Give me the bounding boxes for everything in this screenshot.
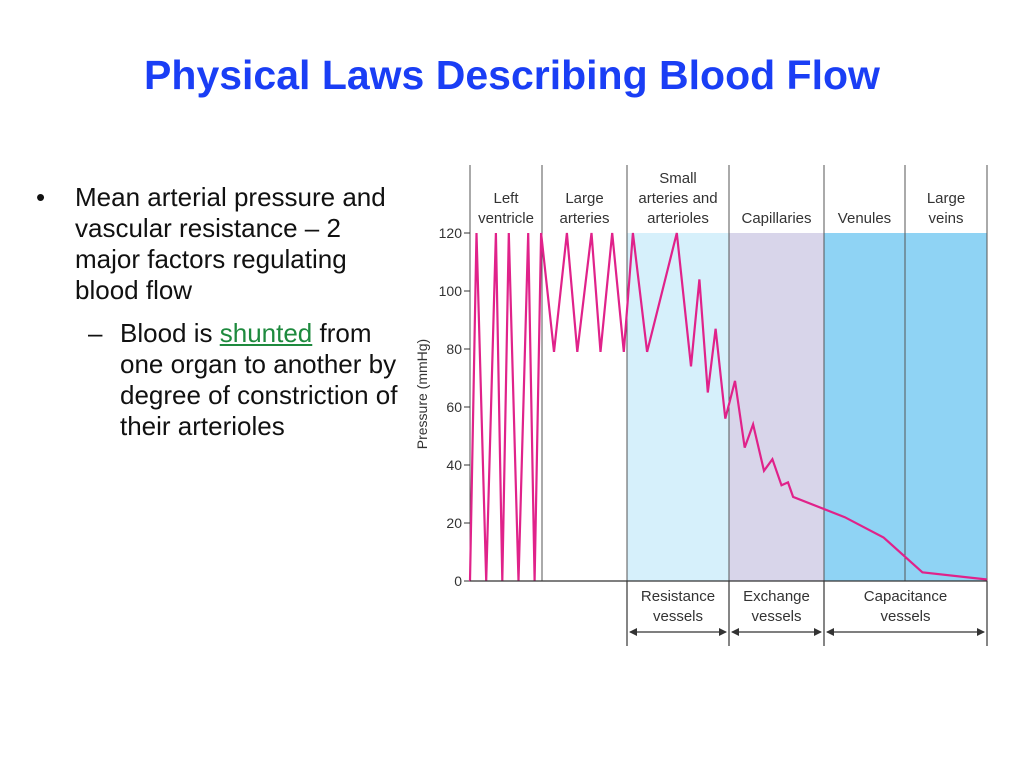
- region-label: arteries: [559, 210, 609, 227]
- bullet-item: • Mean arterial pressure and vascular re…: [30, 182, 400, 306]
- bracket-arrow-left-icon: [826, 628, 834, 636]
- bullet-list: • Mean arterial pressure and vascular re…: [30, 182, 400, 442]
- slide-title: Physical Laws Describing Blood Flow: [144, 52, 880, 98]
- y-tick-label: 0: [454, 573, 462, 589]
- y-tick-label: 40: [446, 457, 462, 473]
- region-label: veins: [928, 210, 963, 227]
- vessel-group-label: Capacitance: [864, 588, 947, 605]
- bracket-arrow-right-icon: [719, 628, 727, 636]
- region-label: ventricle: [478, 210, 534, 227]
- region-shade: [905, 233, 987, 581]
- bracket-arrow-right-icon: [814, 628, 822, 636]
- region-label: Large: [927, 190, 965, 207]
- bullet-text: Mean arterial pressure and vascular resi…: [75, 182, 386, 305]
- shunted-link[interactable]: shunted: [219, 318, 313, 348]
- region-labels: Left ventricle Large arteries Small arteries …: [478, 170, 965, 227]
- y-tick-label: 20: [446, 515, 462, 531]
- region-label: Large: [565, 190, 603, 207]
- y-tick-label: 60: [446, 399, 462, 415]
- vessel-group-label: Resistance: [641, 588, 715, 605]
- y-tick-label: 100: [439, 283, 463, 299]
- region-label: Capillaries: [741, 210, 811, 227]
- y-tick-label: 80: [446, 341, 462, 357]
- region-shade: [627, 233, 729, 581]
- vessel-group-label: vessels: [653, 608, 703, 625]
- sub-bullet-suffix: from one organ to another by degree of c…: [120, 318, 398, 441]
- region-label: Venules: [838, 210, 891, 227]
- y-tick-label: 120: [439, 225, 463, 241]
- vessel-group-labels: Resistance vessels Exchange vessels Capacita…: [626, 581, 988, 646]
- vessel-group-label: Exchange: [743, 588, 810, 605]
- bracket-arrow-left-icon: [629, 628, 637, 636]
- sub-bullet-dash-icon: –: [88, 318, 103, 348]
- region-label: Left: [493, 190, 519, 207]
- sub-bullet-prefix: Blood is: [120, 318, 220, 348]
- region-label: arterioles: [647, 210, 709, 227]
- bracket-arrow-right-icon: [977, 628, 985, 636]
- vessel-group-label: vessels: [751, 608, 801, 625]
- region-shade: [824, 233, 905, 581]
- bullet-dot-icon: •: [36, 182, 46, 212]
- sub-bullet-item: – Blood is shunted from one organ to ano…: [30, 318, 400, 442]
- region-shade: [729, 233, 824, 581]
- region-label: arteries and: [638, 190, 717, 207]
- vessel-group-label: vessels: [880, 608, 930, 625]
- y-axis-label: Pressure (mmHg): [414, 339, 430, 449]
- y-axis: 0 20 40 60 80 100 120: [439, 225, 470, 589]
- region-label: Small: [659, 170, 697, 187]
- pressure-chart: Left ventricle Large arteries Small arteries …: [414, 165, 988, 646]
- bracket-arrow-left-icon: [731, 628, 739, 636]
